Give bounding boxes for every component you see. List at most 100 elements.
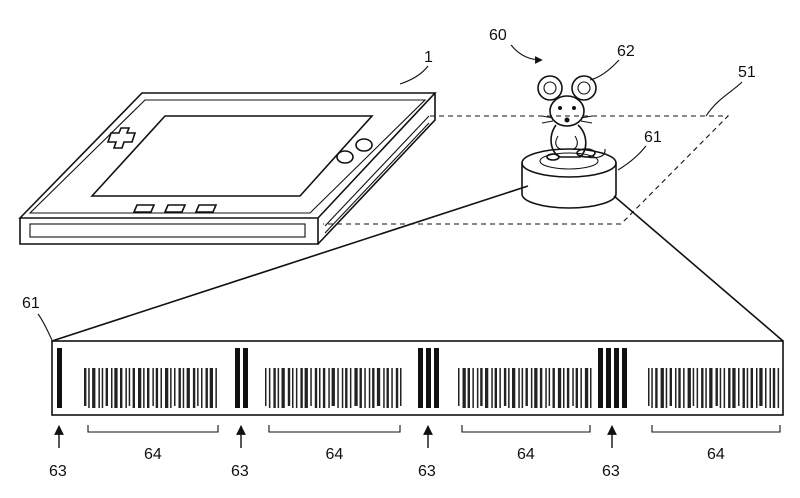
marker-bar — [614, 348, 619, 408]
code-line — [314, 368, 318, 408]
code-line — [480, 368, 483, 406]
label-marker: 63 — [602, 463, 620, 480]
code-line — [715, 368, 718, 406]
code-line — [114, 368, 118, 408]
code-line — [665, 368, 668, 408]
code-line — [525, 368, 528, 406]
code-line — [337, 368, 339, 408]
code-line — [508, 368, 510, 408]
label-code-block: 64 — [707, 446, 725, 463]
code-line — [476, 368, 479, 408]
code-line — [709, 368, 713, 408]
code-line — [485, 368, 489, 408]
code-line — [705, 368, 707, 408]
code-line — [738, 368, 740, 406]
dpad-icon — [106, 127, 137, 149]
code-line — [530, 368, 533, 408]
code-line — [386, 368, 389, 408]
code-line — [742, 368, 745, 408]
label-code-block: 64 — [517, 446, 535, 463]
code-line — [692, 368, 695, 406]
code-line — [584, 368, 589, 408]
code-line — [467, 368, 470, 408]
code-line — [395, 368, 399, 408]
code-line — [101, 368, 104, 408]
code-line — [491, 368, 493, 408]
code-line — [138, 368, 142, 408]
code-bracket — [268, 425, 401, 433]
code-line — [341, 368, 344, 408]
label-device: 1 — [424, 49, 433, 66]
code-line — [273, 368, 276, 408]
code-line — [545, 368, 547, 408]
code-strip — [51, 340, 784, 433]
code-line — [268, 368, 271, 408]
code-line — [376, 368, 381, 406]
code-line — [701, 368, 704, 408]
code-line — [719, 368, 722, 408]
strip-bars — [57, 348, 780, 408]
code-brackets — [87, 425, 781, 433]
code-line — [552, 368, 555, 408]
code-line — [205, 368, 208, 408]
code-line — [575, 368, 578, 408]
code-line — [84, 368, 87, 406]
code-line — [192, 368, 196, 408]
code-line — [391, 368, 393, 408]
code-line — [111, 368, 113, 408]
code-line — [170, 368, 172, 408]
code-line — [572, 368, 574, 406]
code-line — [319, 368, 321, 408]
code-line — [534, 368, 538, 408]
marker-bar — [598, 348, 603, 408]
expansion-line-left — [51, 185, 529, 342]
label-marker: 63 — [418, 463, 436, 480]
marker-bar — [243, 348, 248, 408]
code-line — [472, 368, 474, 408]
marker-bar — [235, 348, 240, 408]
expansion-line-right — [613, 195, 784, 342]
code-line — [580, 368, 582, 408]
code-line — [765, 368, 767, 408]
label-code-block: 64 — [326, 446, 344, 463]
code-line — [92, 368, 96, 408]
code-line — [563, 368, 565, 408]
game-device — [18, 92, 437, 245]
action-buttons-icon — [336, 138, 373, 164]
marker-bar — [418, 348, 423, 408]
code-line — [88, 368, 90, 408]
touch-screen — [90, 115, 374, 197]
code-line — [215, 368, 217, 408]
code-line — [277, 368, 280, 408]
code-line — [548, 368, 551, 406]
code-line — [304, 368, 308, 408]
code-line — [155, 368, 159, 408]
detection-area — [323, 115, 730, 225]
label-strip: 61 — [22, 295, 40, 312]
code-line — [648, 368, 650, 406]
code-line — [521, 368, 524, 408]
mouse-character — [537, 75, 606, 161]
code-line — [292, 368, 294, 408]
marker-bar — [606, 348, 611, 408]
code-line — [660, 368, 664, 408]
code-line — [678, 368, 681, 408]
code-line — [494, 368, 497, 408]
code-line — [746, 368, 749, 408]
code-line — [197, 368, 199, 406]
code-bracket — [87, 425, 219, 433]
code-line — [300, 368, 303, 408]
code-line — [756, 368, 758, 408]
code-line — [458, 368, 460, 406]
code-line — [322, 368, 326, 408]
code-line — [174, 368, 176, 406]
label-figure: 60 — [489, 27, 507, 44]
code-line — [675, 368, 677, 408]
code-line — [201, 368, 203, 408]
code-line — [462, 368, 466, 408]
marker-bar — [434, 348, 439, 408]
code-line — [359, 368, 362, 408]
code-line — [354, 368, 358, 406]
code-line — [566, 368, 570, 408]
code-line — [345, 368, 348, 408]
